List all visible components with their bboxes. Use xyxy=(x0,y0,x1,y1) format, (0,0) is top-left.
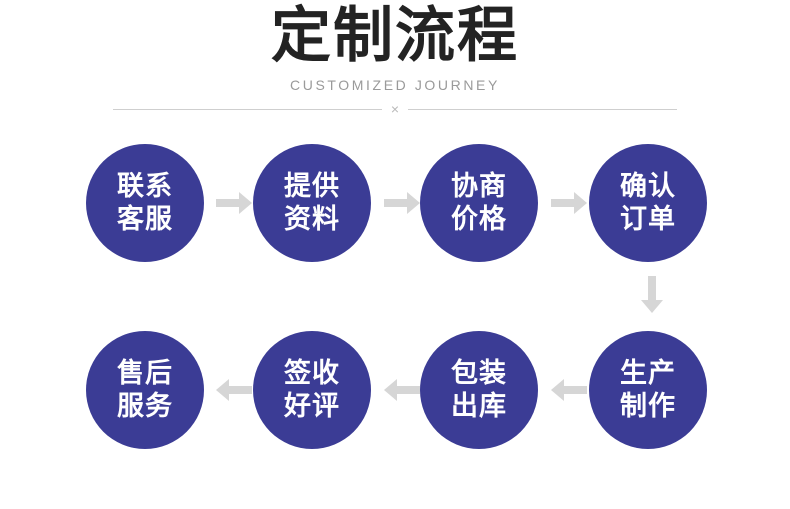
arrow-shaft xyxy=(396,386,420,394)
arrow-head xyxy=(239,192,252,214)
arrow-shaft xyxy=(384,199,408,207)
arrow-shaft xyxy=(551,199,575,207)
arrow-head xyxy=(641,300,663,313)
flow-node-label-line1: 提供 xyxy=(284,171,340,201)
header-block: 定制流程 CUSTOMIZED JOURNEY × xyxy=(0,0,790,125)
arrow-down-icon xyxy=(641,276,663,314)
flow-node-label-line2: 制作 xyxy=(620,391,676,421)
arrow-head xyxy=(407,192,420,214)
flow-node-label-line1: 确认 xyxy=(620,171,676,201)
arrow-shaft xyxy=(563,386,587,394)
flow-node-label-line2: 客服 xyxy=(117,204,173,234)
page-title: 定制流程 xyxy=(271,2,519,69)
arrow-right-icon xyxy=(384,192,420,214)
flow-node-after-sales-service[interactable]: 售后 服务 xyxy=(86,331,204,449)
flow-node-package-and-ship[interactable]: 包装 出库 xyxy=(420,331,538,449)
flow-node-label-line2: 服务 xyxy=(117,391,173,421)
flow-node-provide-materials[interactable]: 提供 资料 xyxy=(253,144,371,262)
flow-node-sign-and-review[interactable]: 签收 好评 xyxy=(253,331,371,449)
divider: × xyxy=(113,100,677,118)
divider-line-right xyxy=(408,108,677,110)
flow-node-label-line2: 资料 xyxy=(284,204,340,234)
flow-node-label-line1: 生产 xyxy=(620,358,676,388)
flow-node-label-line2: 订单 xyxy=(620,204,676,234)
page-subtitle: CUSTOMIZED JOURNEY xyxy=(290,77,500,93)
flow-node-negotiate-price[interactable]: 协商 价格 xyxy=(420,144,538,262)
flow-node-contact-service[interactable]: 联系 客服 xyxy=(86,144,204,262)
arrow-head xyxy=(574,192,587,214)
arrow-head xyxy=(216,379,229,401)
flow-node-production[interactable]: 生产 制作 xyxy=(589,331,707,449)
flow-row-2: 售后 服务 签收 好评 包装 出库 生产 制作 xyxy=(0,331,790,449)
arrow-right-icon xyxy=(216,192,252,214)
flow-node-label-line2: 价格 xyxy=(451,204,507,234)
arrow-left-icon xyxy=(216,379,252,401)
arrow-head xyxy=(551,379,564,401)
arrow-shaft xyxy=(216,199,240,207)
flow-node-label-line2: 出库 xyxy=(451,391,507,421)
flow-node-label-line1: 签收 xyxy=(284,358,340,388)
arrow-head xyxy=(384,379,397,401)
divider-cross-icon: × xyxy=(390,101,400,117)
flow-node-confirm-order[interactable]: 确认 订单 xyxy=(589,144,707,262)
divider-line-left xyxy=(113,108,382,110)
flow-node-label-line1: 包装 xyxy=(451,358,507,388)
flow-row-1: 联系 客服 提供 资料 协商 价格 确认 订单 xyxy=(0,144,790,262)
flow-node-label-line2: 好评 xyxy=(284,391,340,421)
flow-node-label-line1: 售后 xyxy=(117,358,173,388)
arrow-shaft xyxy=(228,386,252,394)
flow-node-label-line1: 协商 xyxy=(451,171,507,201)
flow-node-label-line1: 联系 xyxy=(117,171,173,201)
arrow-right-icon xyxy=(551,192,587,214)
arrow-shaft xyxy=(648,276,656,301)
arrow-left-icon xyxy=(384,379,420,401)
arrow-left-icon xyxy=(551,379,587,401)
